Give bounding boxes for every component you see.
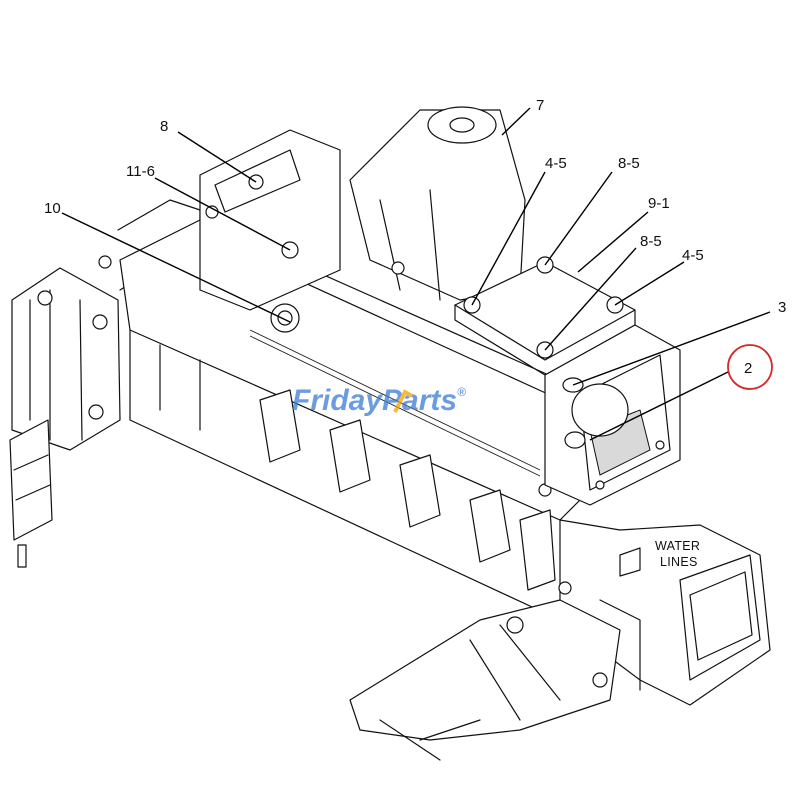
fridayparts-watermark: FridayParts® [292,384,466,417]
water-lines-line2: LINES [660,555,698,569]
water-lines-label: WATER LINES [655,539,700,569]
elbow-riser [349,106,526,301]
callout-9-1: 9-1 [648,195,670,212]
watermark-part1: Friday [292,384,383,417]
lower-pipe-assembly [349,581,621,761]
watermark-mark: ® [457,385,466,399]
callout-8-5-top: 8-5 [618,155,640,172]
callout-11-6: 11-6 [126,163,155,180]
svg-text:FridayParts®: FridayParts® [292,384,466,417]
callout-8-5-mid: 8-5 [640,233,662,250]
callout-2: 2 [744,360,752,377]
callout-4-5-right: 4-5 [682,247,704,264]
callout-10: 10 [44,200,61,217]
end-housing [544,324,681,506]
watermark-accent-swoosh [393,389,413,413]
water-lines-line1: WATER [655,539,700,553]
highlight-circle [727,344,773,390]
callout-3: 3 [778,299,786,316]
callout-7: 7 [536,97,544,114]
leader-lines [61,107,771,441]
callout-8: 8 [160,118,168,135]
left-pipe-assembly [9,199,201,568]
callout-labels: 7 8 11-6 10 4-5 8-5 9-1 8-5 4-5 3 2 [44,97,786,390]
watermark-part2: Parts [382,384,457,417]
callout-4-5-top: 4-5 [545,155,567,172]
